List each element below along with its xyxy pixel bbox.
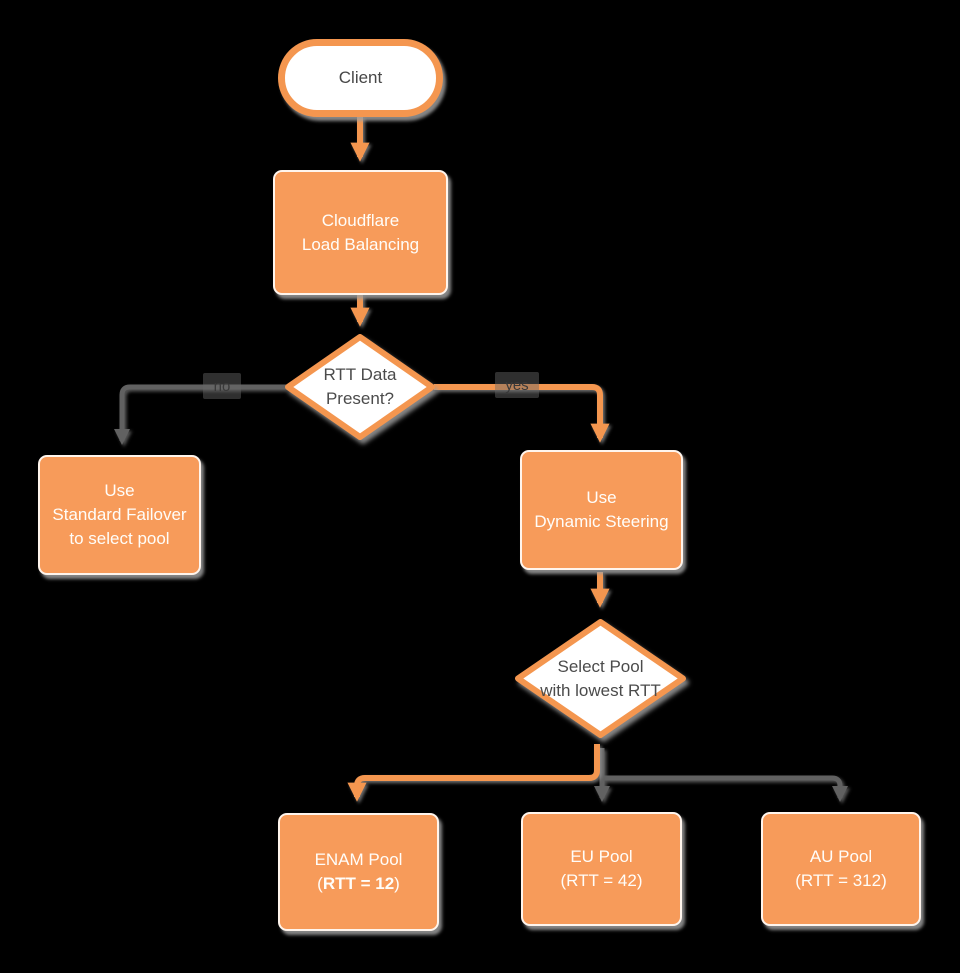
node-select-pool: Select Pool with lowest RTT xyxy=(513,617,688,740)
edge-label-no: no xyxy=(203,373,241,399)
diamond-shape xyxy=(285,334,435,440)
node-dynamic-steering-line2: Dynamic Steering xyxy=(534,512,669,531)
node-standard-failover-line3: to select pool xyxy=(69,529,170,548)
node-eu-line1: EU Pool xyxy=(570,847,633,866)
node-standard-failover-line1: Use xyxy=(104,481,135,500)
edge-label-yes: yes xyxy=(495,372,539,398)
node-au-pool: AU Pool (RTT = 312) xyxy=(761,812,921,926)
node-load-balancing-line2: Load Balancing xyxy=(301,234,420,254)
node-enam-pool: ENAM Pool (RTT = 12) xyxy=(278,813,439,931)
diamond-shape xyxy=(515,619,686,738)
node-client-label: Client xyxy=(338,68,383,87)
enam-rtt-value: RTT = 12 xyxy=(322,874,395,893)
node-au-line1: AU Pool xyxy=(809,847,873,866)
node-au-line2: (RTT = 312) xyxy=(795,871,887,890)
enam-paren-close: ) xyxy=(394,874,400,893)
edge-select-pool-to-au xyxy=(602,775,849,803)
node-client: Client xyxy=(278,39,443,117)
node-select-pool-line2: with lowest RTT xyxy=(540,680,661,700)
node-dynamic-steering: Use Dynamic Steering xyxy=(520,450,683,570)
node-load-balancing: Cloudflare Load Balancing xyxy=(273,170,448,295)
node-dynamic-steering-line1: Use xyxy=(586,488,617,507)
enam-paren-open: ( xyxy=(317,874,323,893)
node-eu-line2: (RTT = 42) xyxy=(560,871,643,890)
node-enam-line2: (RTT = 12) xyxy=(317,872,400,896)
node-standard-failover: Use Standard Failover to select pool xyxy=(38,455,201,575)
node-load-balancing-line1: Cloudflare xyxy=(321,210,400,230)
node-rtt-line2: Present? xyxy=(325,389,395,408)
edge-rtt-yes-to-dynamic-steering xyxy=(434,384,610,443)
node-rtt-data-present: RTT Data Present? xyxy=(283,332,437,442)
node-select-pool-line1: Select Pool xyxy=(557,656,644,676)
node-enam-line1: ENAM Pool xyxy=(314,850,403,869)
node-rtt-line1: RTT Data xyxy=(323,365,397,384)
edge-rtt-no-to-standard-failover xyxy=(113,384,286,446)
node-eu-pool: EU Pool (RTT = 42) xyxy=(521,812,682,926)
edge-select-pool-to-enam xyxy=(347,744,600,802)
node-standard-failover-line2: Standard Failover xyxy=(52,505,187,524)
